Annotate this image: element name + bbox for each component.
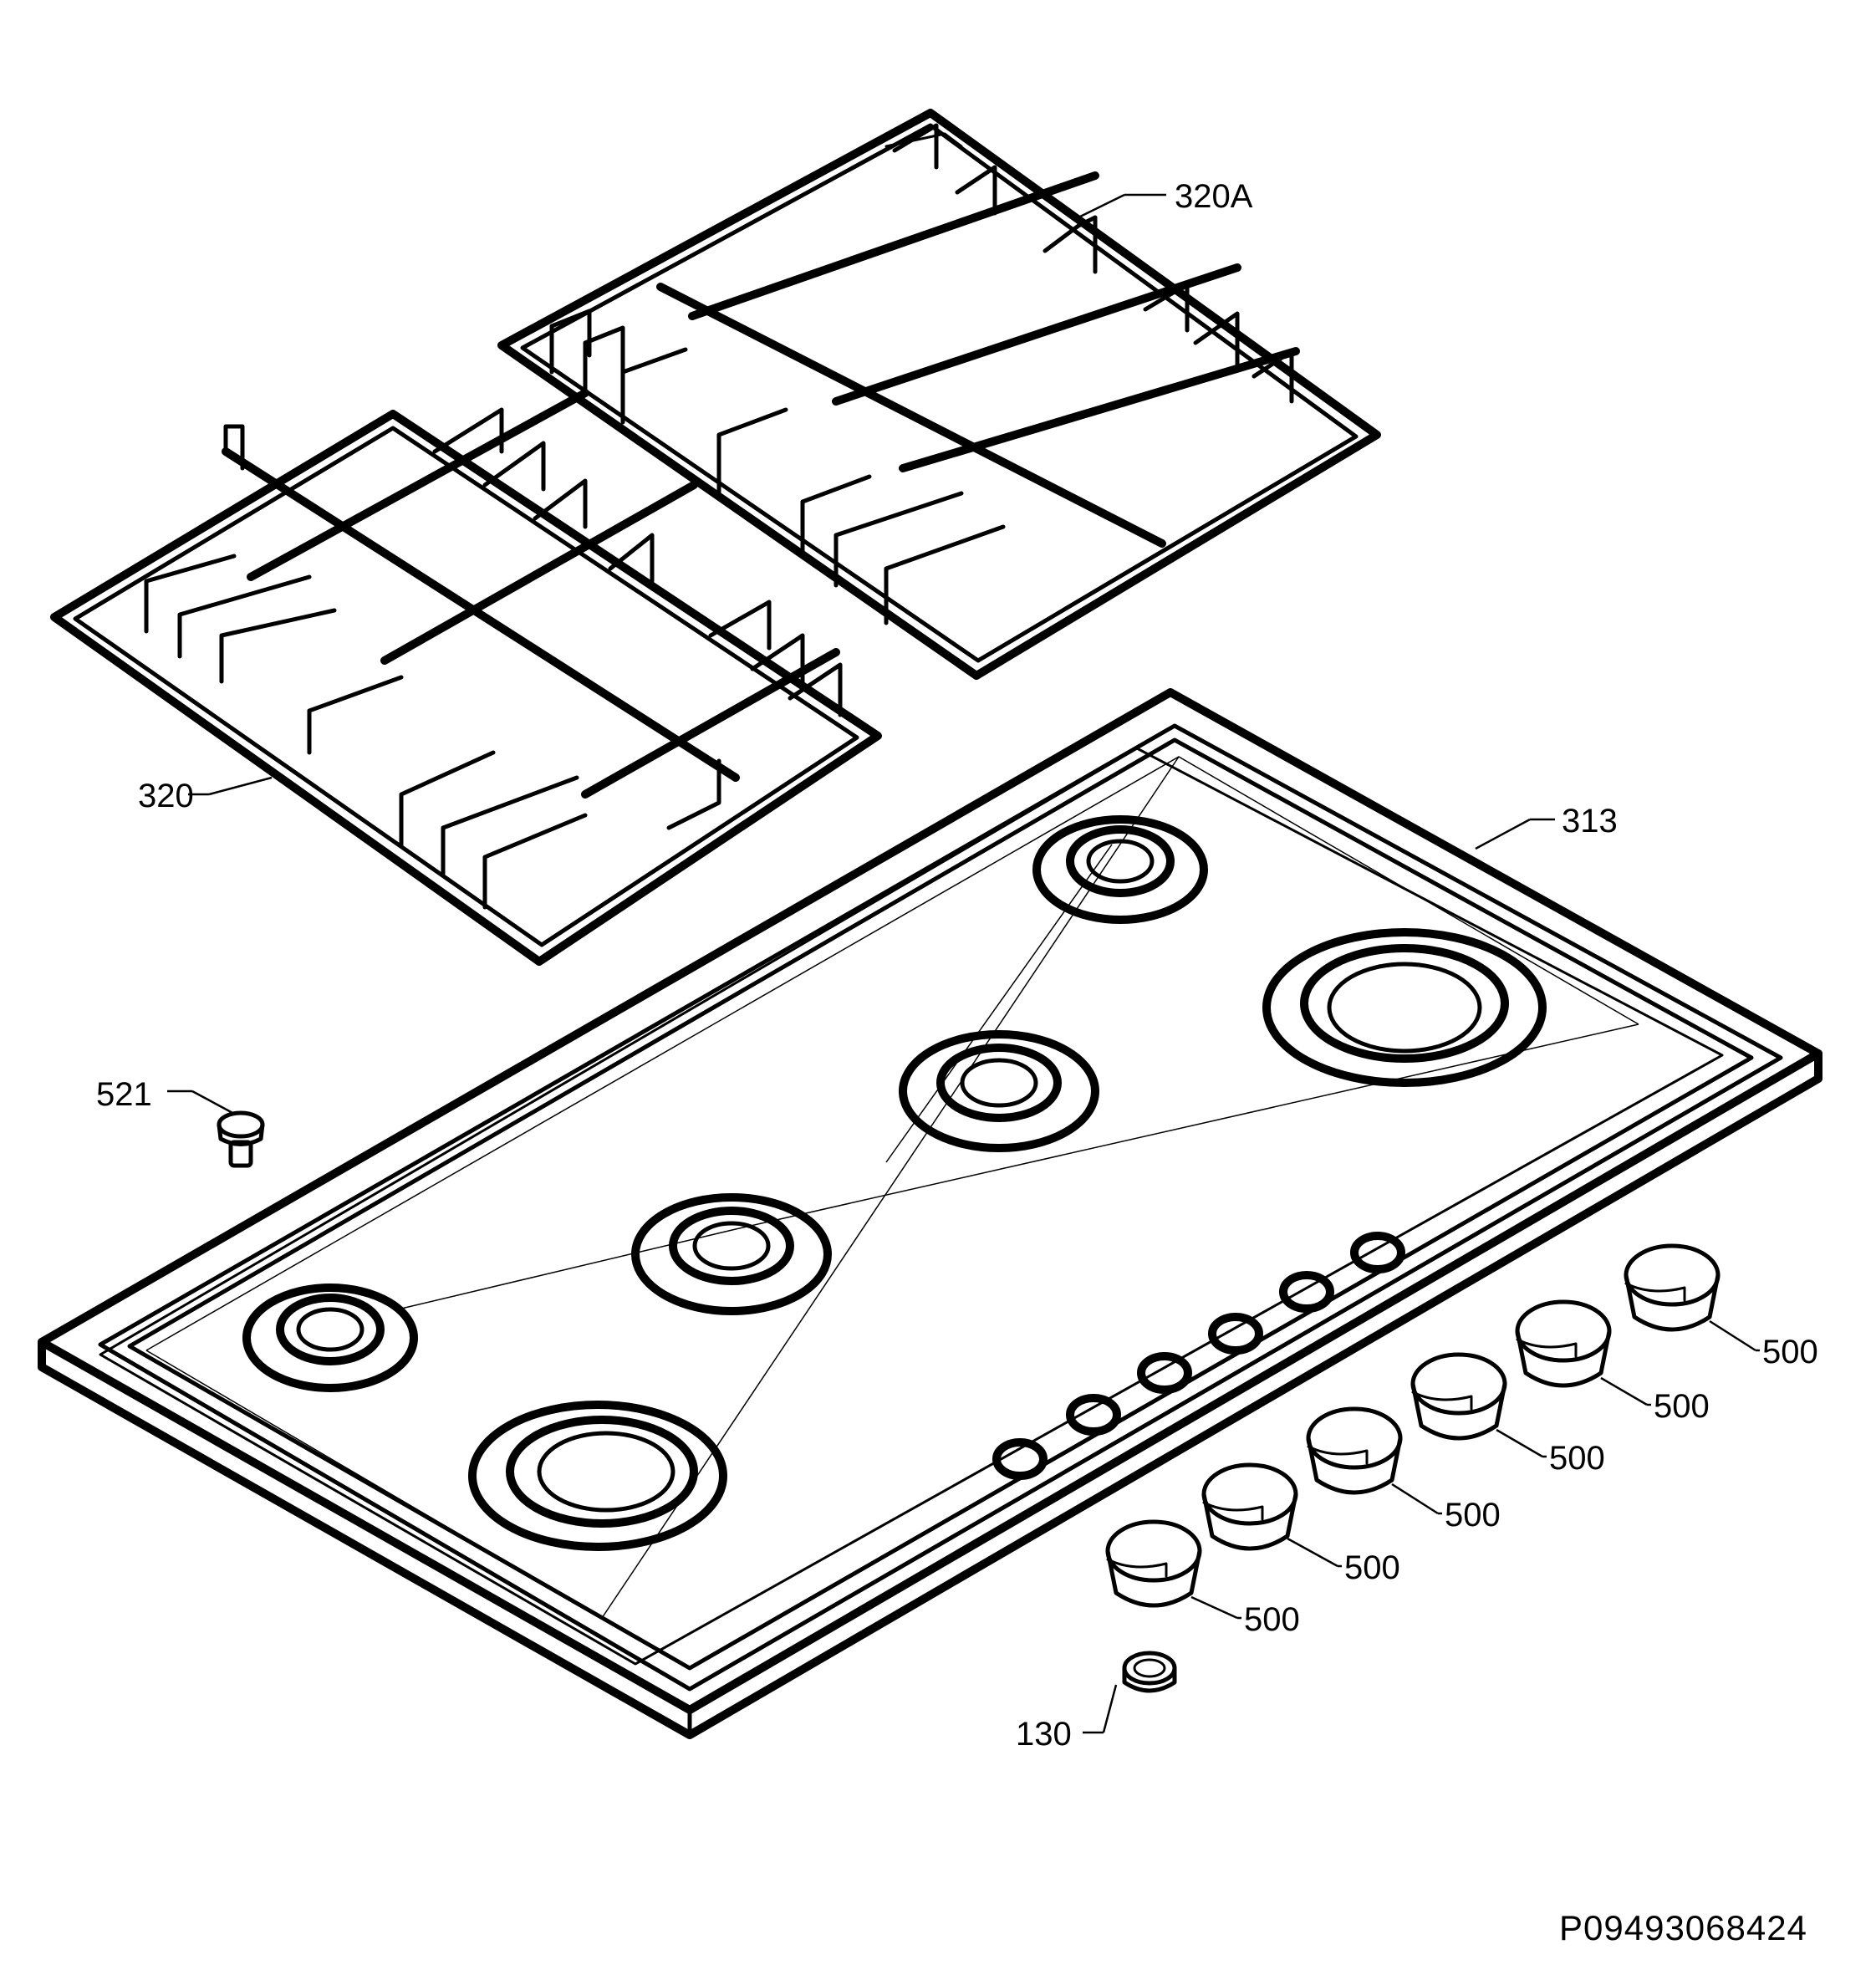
burner-rear-right-small [1032,815,1208,924]
burner-front-left-small [242,1283,418,1392]
document-code: P09493068424 [1559,1908,1807,1947]
callout-130: 130 [1016,1716,1072,1753]
callout-320: 320 [138,778,194,814]
knob-3 [1306,1406,1403,1495]
callout-500-knob-5: 500 [1654,1388,1710,1425]
knob-6 [1624,1243,1721,1332]
burner-mid-left [631,1193,832,1315]
callout-500-knob-2: 500 [1344,1549,1400,1586]
screw-521 [217,1110,265,1168]
callout-320a: 320A [1175,178,1253,215]
callout-500-knob-3: 500 [1445,1497,1501,1534]
knob-holes [992,1232,1405,1480]
burner-rear-right-large [1262,928,1547,1087]
pan-support-grid-320a [497,109,1381,680]
hob-top-313 [38,688,1822,1739]
knob-1 [1105,1519,1202,1608]
burner-centre [899,1030,1099,1152]
callout-500-knob-4: 500 [1549,1440,1605,1477]
seal-ring-130 [1122,1651,1177,1693]
callout-500-knob-1: 500 [1244,1601,1300,1638]
callout-521: 521 [96,1076,152,1113]
burner-front-left-large [468,1401,727,1551]
control-knobs-500 [1105,1243,1721,1608]
callout-313: 313 [1562,803,1618,840]
knob-2 [1201,1462,1298,1551]
pan-support-grid-320 [50,389,882,966]
knob-5 [1515,1299,1612,1388]
knob-4 [1410,1352,1507,1441]
callout-500-knob-6: 500 [1762,1334,1818,1370]
callout-labels: 320A 320 313 521 500 500 500 500 500 500… [96,178,1818,1753]
leader-lines [167,193,1760,1734]
